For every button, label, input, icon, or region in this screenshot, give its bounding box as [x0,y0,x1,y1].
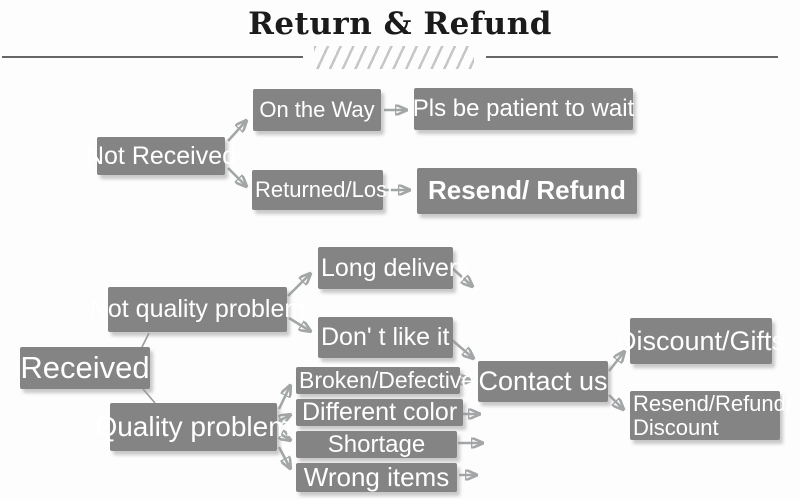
divider-line-right [486,56,778,58]
node-long-delivery: Long delivery [318,247,470,289]
node-quality-problem: Quality problem [95,403,292,451]
node-discount-gifts: Discount/Gifts [617,318,785,364]
node-not-quality-problem: Not quality problem [90,287,305,332]
node-dont-like-it: Don' t like it [318,317,453,358]
arrow-dont-like-it-to-contact-us [451,339,473,358]
node-different-color: Different color [296,399,463,426]
arrow-not-quality-to-dont-like-it [288,316,310,331]
node-returned-lost: Returned/Lost [252,170,393,210]
arrow-quality-to-wrong-items [277,446,290,468]
arrow-quality-to-broken-defective [277,386,290,410]
node-on-the-way: On the Way [253,89,381,131]
arrow-not-received-to-on-the-way [227,121,246,142]
arrow-not-received-to-returned-lost [227,167,246,186]
arrow-not-quality-to-long-delivery [287,274,310,297]
hatch-decoration [314,46,474,69]
arrow-contact-us-to-discount-gifts [607,352,624,372]
node-pls-be-patient: Pls be patient to wait [413,88,634,130]
line-received-to-quality-problem [142,388,156,404]
arrow-quality-to-shortage [279,433,290,440]
node-shortage: Shortage [296,431,457,458]
arrow-long-delivery-to-contact-us [451,267,472,286]
node-broken-defective: Broken/Defective [296,367,474,394]
node-resend-refund: Resend/ Refund [417,168,637,214]
page-title: Return & Refund [248,6,552,42]
divider-line-left [2,56,303,58]
node-wrong-items: Wrong items [296,463,457,492]
node-received: Received [20,347,150,389]
node-not-received: Not Received [86,137,236,175]
arrow-quality-to-different-color [279,415,290,421]
node-contact-us: Contact us [478,361,608,402]
arrow-contact-us-to-resend-discount [608,394,623,409]
line-received-to-not-quality-problem [140,332,150,350]
node-resend-refund-discount: Resend/Refund/ Discount [630,391,792,440]
